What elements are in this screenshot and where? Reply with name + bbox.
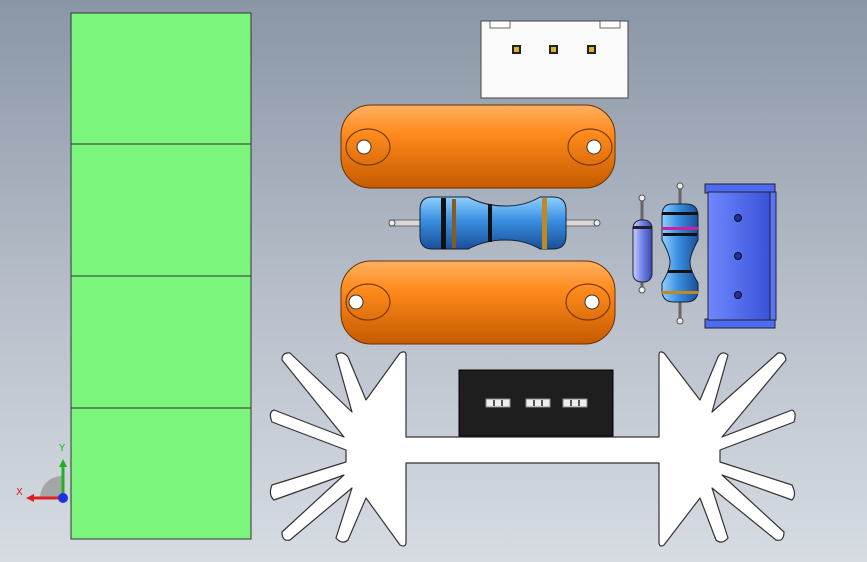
diode[interactable] <box>632 194 653 294</box>
resistor-horizontal[interactable] <box>388 196 601 250</box>
x-axis-label: X <box>16 487 23 498</box>
green-terminal-block[interactable] <box>70 12 252 540</box>
z-axis-dot <box>58 493 68 503</box>
heatsink[interactable] <box>269 351 796 547</box>
axis-triad <box>26 459 68 503</box>
resistor-vertical[interactable] <box>661 182 699 325</box>
blue-bracket[interactable] <box>704 183 777 329</box>
black-pin-header[interactable] <box>458 369 614 437</box>
y-axis-label: Y <box>59 443 66 454</box>
capacitor-top[interactable] <box>340 104 616 189</box>
capacitor-bottom[interactable] <box>340 260 616 345</box>
white-pin-header[interactable] <box>480 20 629 99</box>
